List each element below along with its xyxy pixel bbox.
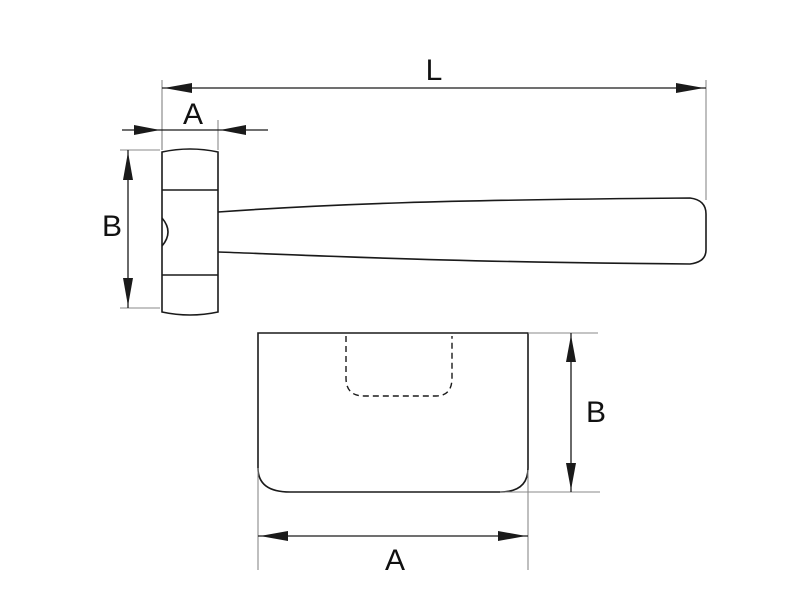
label-b-face: B bbox=[586, 396, 606, 429]
dimension-b-face: B bbox=[500, 332, 606, 493]
dimension-a-side: A bbox=[122, 98, 268, 150]
hammer-head-outline bbox=[161, 148, 219, 316]
label-a-side: A bbox=[183, 98, 203, 131]
arrowhead-l-left bbox=[164, 83, 192, 93]
hammer-handle bbox=[217, 197, 707, 265]
arrowhead-bf-top bbox=[566, 335, 576, 362]
label-b-side: B bbox=[102, 210, 122, 243]
arrowhead-af-left bbox=[260, 531, 288, 541]
arrowhead-a-left bbox=[134, 125, 160, 135]
hidden-handle-socket bbox=[345, 336, 453, 397]
hammer-head bbox=[161, 148, 219, 316]
dimension-b-side: B bbox=[102, 149, 160, 309]
arrowhead-af-right bbox=[498, 531, 526, 541]
side-view: L A B bbox=[102, 54, 707, 316]
arrowhead-bf-bottom bbox=[566, 463, 576, 490]
dimension-l: L bbox=[161, 54, 707, 200]
arrowhead-l-right bbox=[676, 83, 704, 93]
dimension-a-face: A bbox=[257, 468, 529, 577]
arrowhead-a-right bbox=[220, 125, 246, 135]
arrowhead-b-top bbox=[123, 152, 133, 180]
face-view: B A bbox=[257, 332, 606, 577]
label-l: L bbox=[426, 54, 443, 87]
eye-mark bbox=[161, 217, 169, 247]
face-outline bbox=[257, 332, 529, 493]
arrowhead-b-bottom bbox=[123, 278, 133, 306]
label-a-face: A bbox=[385, 544, 405, 577]
